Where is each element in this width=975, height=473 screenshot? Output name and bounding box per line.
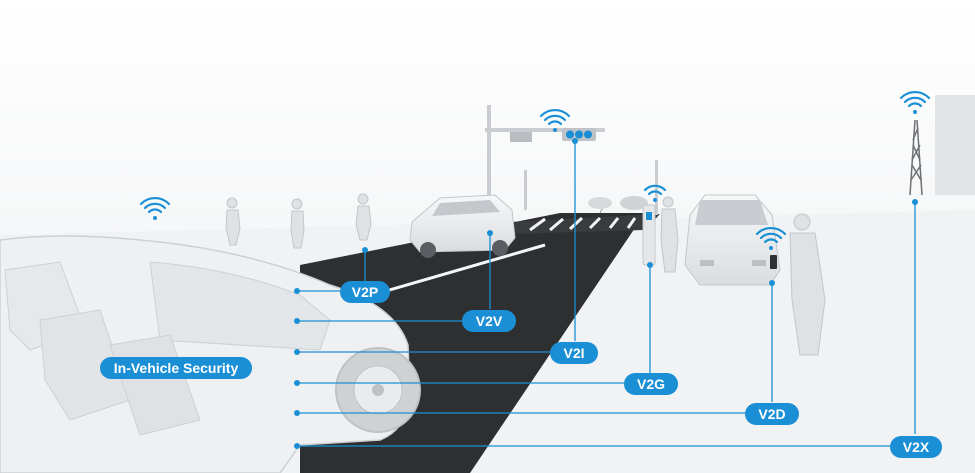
wifi-signal-icon [643, 184, 667, 202]
ev-car [684, 194, 781, 286]
cell-tower-icon [909, 119, 923, 196]
in-vehicle-security-label[interactable]: In-Vehicle Security [100, 357, 252, 379]
v2p-label[interactable]: V2P [340, 281, 390, 303]
traffic-light-icon [562, 128, 596, 141]
connector-dot [294, 318, 300, 324]
crosswalk-area [478, 214, 660, 235]
v2g-label[interactable]: V2G [624, 373, 678, 395]
connector-dot [647, 262, 653, 268]
v2x-label[interactable]: V2X [890, 436, 942, 458]
v2v-label[interactable]: V2V [462, 310, 516, 332]
crosswalk-stripes [529, 216, 637, 232]
connector-dot [294, 349, 300, 355]
connector-dot [294, 380, 300, 386]
connector-dot [769, 280, 775, 286]
suv-car [409, 194, 516, 258]
pedestrian-group [225, 193, 826, 356]
connector-dot [362, 247, 368, 253]
wifi-signal-icon [899, 91, 931, 114]
far-car [620, 196, 648, 210]
pedestrian [290, 198, 305, 249]
charging-station-screen [646, 212, 652, 220]
wifi-signal-icon [139, 197, 171, 220]
building [935, 95, 975, 195]
cutaway-car [0, 235, 421, 473]
connector-dot [294, 443, 300, 449]
wifi-signal-icon [755, 227, 787, 250]
traffic-light-pole [485, 105, 605, 220]
connector-dot [294, 410, 300, 416]
pedestrian [355, 193, 372, 241]
connector-dot [572, 138, 578, 144]
smartphone [770, 255, 777, 269]
pedestrian [660, 196, 679, 273]
pedestrian [225, 197, 241, 246]
connector-dot [294, 288, 300, 294]
connector-dot [912, 199, 918, 205]
person-with-phone [789, 213, 826, 356]
far-light-pole [655, 160, 658, 215]
wifi-signal-icon [539, 109, 571, 132]
sign-pole [524, 170, 527, 210]
connector-dot [487, 230, 493, 236]
v2i-label[interactable]: V2I [550, 342, 598, 364]
v2d-label[interactable]: V2D [745, 403, 799, 425]
far-car [588, 197, 612, 209]
